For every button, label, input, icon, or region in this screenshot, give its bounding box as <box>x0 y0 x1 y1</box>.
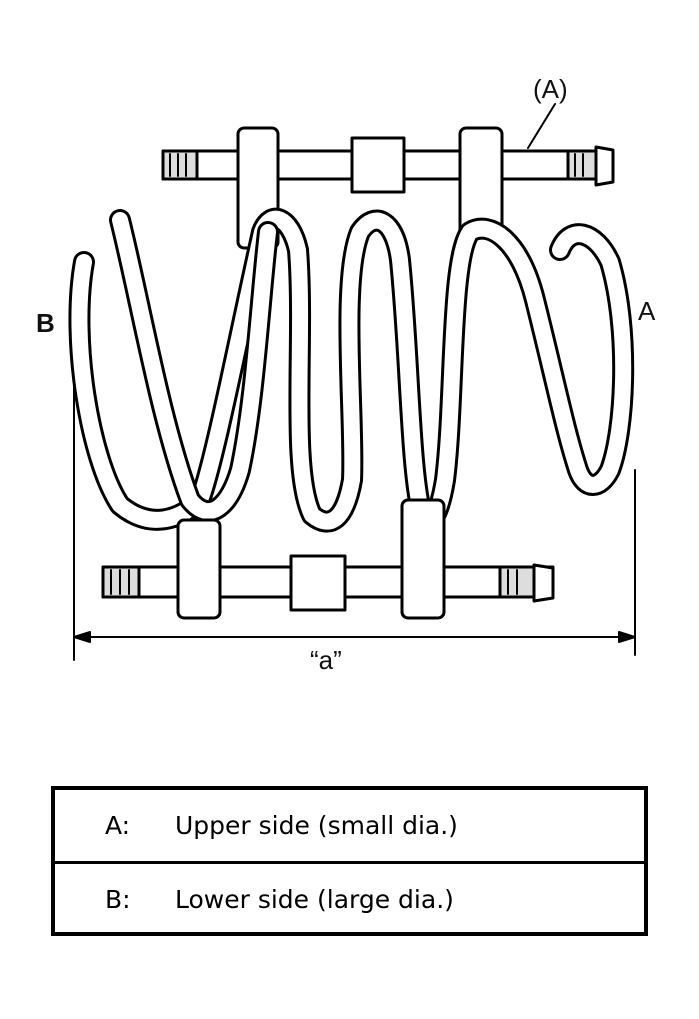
legend-row: A: Upper side (small dia.) <box>55 790 644 861</box>
side-a-label: A <box>638 296 656 326</box>
tool-callout-label: (A) <box>533 74 568 104</box>
upper-compressor-tool <box>161 103 615 250</box>
legend-key: B: <box>105 885 131 914</box>
coil-spring <box>68 207 635 533</box>
dimension-a-label: “a” <box>310 645 342 675</box>
legend-description: Upper side (small dia.) <box>175 811 458 840</box>
legend-description: Lower side (large dia.) <box>175 885 454 914</box>
lower-compressor-tool <box>101 498 555 620</box>
side-b-label: B <box>36 308 55 338</box>
spring-compressor-diagram <box>68 103 636 661</box>
legend-table: A: Upper side (small dia.) B: Lower side… <box>51 786 648 936</box>
legend-row: B: Lower side (large dia.) <box>55 861 644 935</box>
dimension-line <box>73 379 636 661</box>
legend-key: A: <box>105 811 131 840</box>
